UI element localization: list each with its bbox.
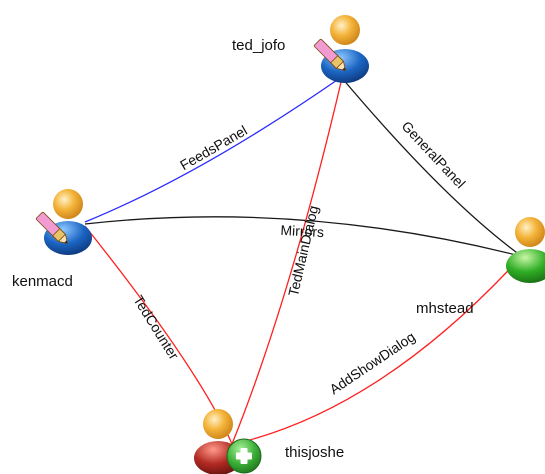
node-ted-jofo[interactable]: ted_jofo (232, 15, 369, 83)
user-edit-icon (313, 15, 369, 83)
node-label-mhstead: mhstead (416, 300, 474, 317)
node-label-thisjoshe: thisjoshe (285, 444, 344, 461)
edge-feeds-panel[interactable] (84, 77, 341, 223)
node-label-ted-jofo: ted_jofo (232, 37, 285, 54)
edge-label-mirrors: Mirrors (280, 222, 324, 240)
user-green-icon (506, 217, 545, 283)
edge-label-general-panel: GeneralPanel (399, 118, 469, 192)
user-add-icon (194, 409, 262, 474)
node-mhstead[interactable]: mhstead (416, 217, 545, 317)
node-label-kenmacd: kenmacd (12, 273, 73, 290)
edges (84, 77, 521, 445)
edge-general-panel[interactable] (341, 77, 521, 256)
edge-add-show-dialog[interactable] (233, 257, 521, 445)
node-kenmacd[interactable]: kenmacd (12, 189, 92, 290)
edge-label-ted-main-dialog: TedMainDialog (285, 204, 321, 298)
node-thisjoshe[interactable]: thisjoshe (194, 409, 344, 474)
edge-label-feeds-panel: FeedsPanel (177, 122, 250, 173)
edge-mirrors[interactable] (84, 216, 521, 257)
edge-label-ted-counter: TedCounter (130, 292, 182, 362)
plus-badge-icon (226, 438, 262, 474)
user-edit-icon (35, 189, 92, 255)
edge-ted-main-dialog[interactable] (231, 77, 343, 445)
